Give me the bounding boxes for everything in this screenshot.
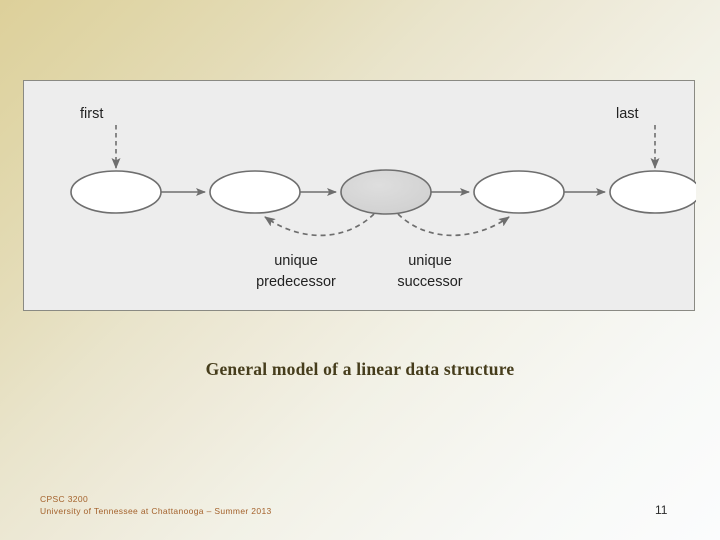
- unique-successor-label-line1: unique: [408, 253, 452, 269]
- node-2[interactable]: [209, 170, 301, 214]
- unique-predecessor-label-line2: predecessor: [256, 274, 336, 290]
- linear-data-structure-diagram: first last unique predecessor unique suc…: [70, 106, 696, 290]
- unique-predecessor-label-line1: unique: [274, 253, 318, 269]
- node-3-highlighted[interactable]: [340, 169, 432, 215]
- page-number: 11: [655, 503, 668, 517]
- slide-footer: CPSC 3200 University of Tennessee at Cha…: [40, 494, 272, 517]
- first-label: first: [80, 106, 103, 122]
- diagram-panel: first last unique predecessor unique suc…: [23, 80, 696, 311]
- last-label: last: [616, 106, 639, 122]
- footer-course: CPSC 3200: [40, 494, 89, 504]
- node-4[interactable]: [473, 170, 565, 214]
- node-5[interactable]: [609, 170, 696, 214]
- footer-institution: University of Tennessee at Chattanooga –…: [40, 505, 272, 516]
- unique-predecessor-arrow: [264, 213, 375, 237]
- slide-caption: General model of a linear data structure: [205, 359, 515, 379]
- unique-successor-label-line2: successor: [397, 274, 462, 290]
- unique-successor-arrow: [397, 213, 510, 237]
- node-1[interactable]: [70, 170, 162, 214]
